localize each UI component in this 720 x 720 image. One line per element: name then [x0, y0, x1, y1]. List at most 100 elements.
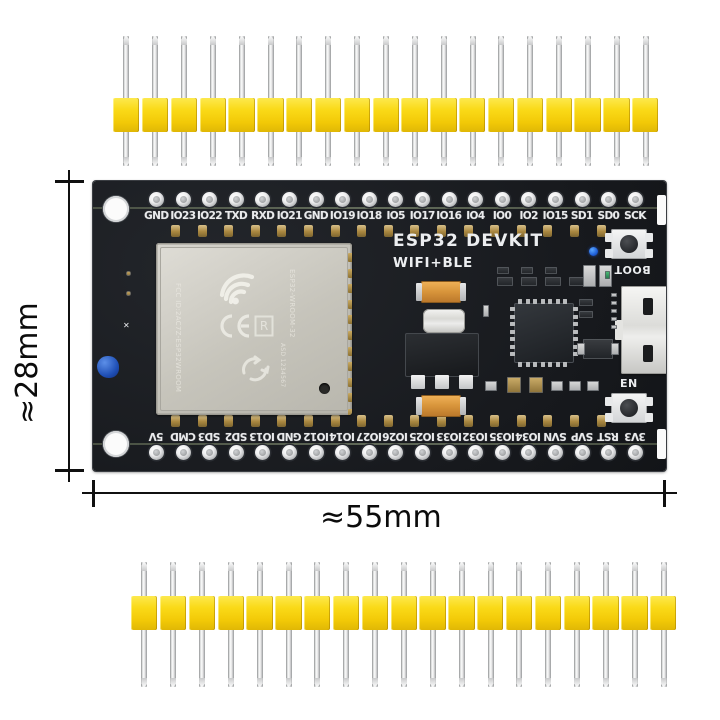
smd-resistor-f [521, 267, 533, 274]
mounting-hole-top-left [103, 196, 129, 222]
pin-label: SD2 [225, 430, 247, 442]
qfn-pin [510, 314, 515, 319]
header-plastic-segment [592, 596, 619, 630]
header-plastic-segment [343, 98, 371, 132]
height-tick-cross-bottom [68, 458, 70, 482]
solder-stub [303, 415, 313, 427]
header-plastic-segment [361, 596, 389, 630]
header-plastic-segment [188, 596, 215, 630]
solder-stub [250, 225, 260, 237]
usb-shield-tab [615, 320, 623, 340]
header-pad [414, 445, 430, 460]
pin-label: IO22 [196, 210, 223, 222]
usb-uart-bridge-chip [510, 299, 578, 367]
boot-button-leg-tr [645, 233, 653, 242]
width-tick-cross-left [82, 492, 106, 494]
top-pin-header[interactable] [112, 36, 660, 166]
solder-stub [277, 415, 287, 427]
qfn-pin [573, 329, 578, 334]
header-plastic-segment [459, 98, 486, 132]
smd-transistor-a [583, 265, 596, 287]
pin-label: GND [303, 210, 329, 222]
header-plastic-segment [141, 98, 169, 132]
qfn-pin [555, 362, 560, 367]
header-plastic-segment [516, 98, 544, 132]
solder-stub-row-top [171, 225, 606, 237]
module-castellation-pad [348, 284, 352, 294]
voltage-regulator [405, 333, 479, 377]
boot-button-leg-tl [605, 233, 613, 242]
en-button-leg-tr [645, 397, 653, 406]
qfn-pin [525, 362, 530, 367]
pin-label: IO19 [329, 210, 356, 222]
module-castellation-pad [348, 377, 352, 387]
smd-diode [483, 305, 489, 317]
pin-label: 5V [149, 430, 164, 442]
header-plastic-segment [159, 596, 187, 630]
en-button-leg-bl [605, 413, 613, 422]
bottom-pin-header[interactable] [130, 562, 678, 687]
usb-pad-2 [611, 301, 617, 305]
en-button[interactable] [611, 393, 647, 423]
usb-shell-dimple-top [643, 298, 653, 315]
header-plastic-segment [505, 596, 533, 630]
width-dimension-label: ≈55mm [320, 500, 442, 535]
header-plastic-segment [228, 98, 255, 132]
qfn-pin [533, 299, 537, 304]
header-pad [388, 192, 404, 207]
boot-button[interactable] [611, 229, 647, 259]
header-pad [281, 445, 297, 460]
header-plastic-segment [246, 596, 273, 630]
en-button-leg-tl [605, 397, 613, 406]
qfn-pin [573, 307, 578, 311]
pin-label: IO0 [492, 210, 512, 222]
regulator-pin-3 [459, 375, 473, 389]
header-pad [521, 445, 537, 460]
smd-capacitor-a [507, 377, 521, 393]
header-pad [627, 445, 643, 460]
pin-label: IO35 [489, 430, 515, 442]
qfn-pin [510, 307, 515, 311]
header-plastic-segment [545, 98, 572, 132]
header-plastic-segment [430, 98, 457, 132]
tantalum-capacitor-bottom [416, 395, 466, 417]
header-pad [149, 192, 164, 207]
header-plastic-segment [401, 98, 428, 132]
solder-stub [516, 415, 526, 427]
module-castellation-pad [348, 393, 352, 403]
wifi-logo-icon [219, 273, 255, 305]
width-tick-cross-right [653, 492, 677, 494]
pin-label: IO4 [466, 210, 485, 222]
pcb-edge-highlight-bottom [93, 443, 666, 445]
header-pad [361, 445, 377, 460]
smd-resistor-b [521, 277, 537, 286]
module-shield-can [160, 247, 348, 411]
micro-usb-port[interactable] [615, 286, 666, 374]
tantalum-capacitor-top [416, 281, 466, 303]
pin-label: IO12 [303, 430, 329, 442]
header-pad [335, 192, 351, 207]
header-pad [228, 192, 244, 207]
solder-stub [171, 225, 180, 237]
solder-stub [330, 415, 340, 427]
module-part-number-text: ESP32-WROOM-32 [288, 269, 296, 338]
pin-label: IO18 [356, 210, 383, 222]
module-castellation-right [348, 253, 352, 415]
module-castellation-pad [348, 362, 352, 372]
solder-stub [330, 225, 340, 237]
smd-resistor-c [545, 277, 561, 286]
pin-label: IO27 [356, 430, 382, 442]
module-castellation-pad [348, 330, 352, 340]
solder-stub [224, 415, 234, 427]
qfn-pin [540, 362, 545, 367]
header-pad [521, 192, 537, 207]
pin-label: IO15 [542, 210, 569, 222]
solder-stub [490, 225, 500, 237]
board-title-silkscreen: ESP32 DEVKIT [393, 231, 544, 251]
solder-stub [596, 225, 606, 237]
qfn-pin [573, 344, 578, 349]
header-pad-row-bottom [149, 445, 643, 460]
